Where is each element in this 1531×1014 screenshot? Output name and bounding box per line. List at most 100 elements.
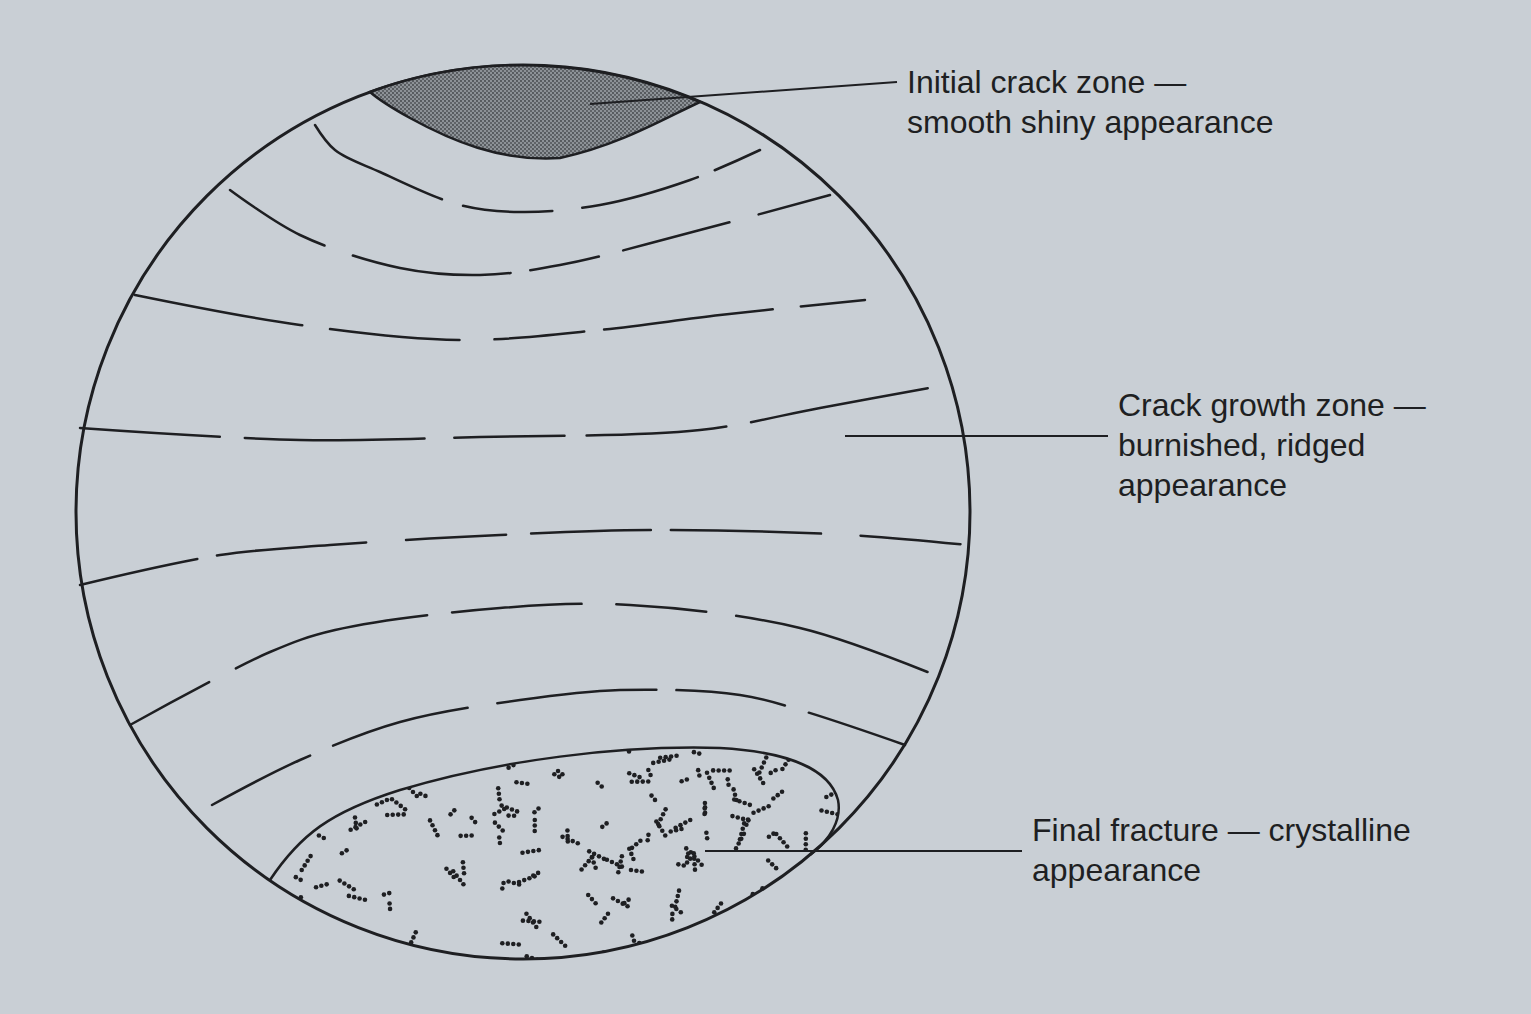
texture-dot — [302, 796, 307, 801]
texture-dot — [570, 839, 575, 844]
texture-dot — [812, 900, 817, 905]
texture-dot — [565, 828, 570, 833]
texture-dot — [727, 768, 732, 773]
texture-dot — [782, 950, 787, 955]
texture-dot — [772, 931, 777, 936]
texture-dot — [506, 941, 511, 946]
texture-dot — [738, 943, 743, 948]
texture-dot — [684, 940, 689, 945]
texture-dot — [683, 820, 688, 825]
texture-dot — [469, 816, 474, 821]
texture-dot — [758, 776, 763, 781]
texture-dot — [740, 826, 745, 831]
texture-dot — [750, 892, 755, 897]
texture-dot — [414, 794, 419, 799]
texture-dot — [352, 895, 357, 900]
texture-dot — [273, 944, 278, 949]
texture-dot — [705, 836, 710, 841]
ridge-line — [230, 190, 830, 275]
texture-dot — [736, 841, 741, 846]
texture-dot — [640, 779, 645, 784]
texture-dot — [675, 894, 680, 899]
texture-dot — [497, 791, 502, 796]
texture-dot — [497, 835, 502, 840]
texture-dot — [787, 907, 792, 912]
texture-dot — [600, 825, 605, 830]
texture-dot — [676, 862, 681, 867]
texture-dot — [606, 912, 611, 917]
texture-dot — [532, 874, 537, 879]
texture-dot — [444, 866, 449, 871]
texture-dot — [768, 771, 773, 776]
texture-dot — [794, 894, 799, 899]
texture-dot — [656, 822, 661, 827]
texture-dot — [762, 760, 767, 765]
texture-dot — [483, 755, 488, 760]
texture-dot — [737, 799, 742, 804]
texture-dot — [311, 817, 316, 822]
texture-dot — [492, 812, 497, 817]
texture-dot — [587, 849, 592, 854]
texture-dot — [651, 761, 656, 766]
texture-dot — [670, 917, 675, 922]
texture-dot — [618, 859, 623, 864]
texture-dot — [604, 821, 609, 826]
texture-dot — [390, 813, 395, 818]
texture-dot — [531, 849, 536, 854]
texture-dot — [733, 933, 738, 938]
texture-dot — [607, 951, 612, 956]
texture-dot — [380, 800, 385, 805]
texture-dot — [586, 893, 591, 898]
texture-dot — [735, 938, 740, 943]
texture-dot — [802, 944, 807, 949]
texture-dot — [340, 805, 345, 810]
texture-dot — [369, 762, 374, 767]
texture-dot — [387, 901, 392, 906]
texture-dot — [674, 828, 679, 833]
texture-dot — [750, 898, 755, 903]
texture-dot — [377, 949, 382, 954]
texture-dot — [704, 949, 709, 954]
texture-dot — [814, 751, 819, 756]
texture-dot — [724, 929, 729, 934]
texture-dot — [292, 777, 297, 782]
texture-dot — [757, 918, 762, 923]
texture-dot — [353, 825, 358, 830]
texture-dot — [297, 796, 302, 801]
texture-dot — [631, 857, 636, 862]
texture-dot — [317, 757, 322, 762]
texture-dot — [627, 771, 632, 776]
texture-dot — [274, 949, 279, 954]
texture-dot — [566, 839, 571, 844]
texture-dot — [709, 949, 714, 954]
texture-dot — [781, 922, 786, 927]
texture-dot — [810, 748, 815, 753]
texture-dot — [692, 856, 697, 861]
texture-dot — [761, 781, 766, 786]
texture-dot — [356, 761, 361, 766]
texture-dot — [646, 779, 651, 784]
texture-dot — [613, 740, 618, 745]
texture-dot — [318, 769, 323, 774]
texture-dot — [563, 943, 568, 948]
texture-dot — [618, 953, 623, 958]
texture-dot — [289, 932, 294, 937]
texture-dot — [524, 954, 529, 959]
texture-dot — [701, 935, 706, 940]
texture-dot — [552, 772, 557, 777]
texture-dot — [357, 896, 362, 901]
texture-dot — [829, 792, 834, 797]
texture-dot — [645, 838, 650, 843]
texture-dot — [407, 945, 412, 950]
texture-dot — [688, 856, 693, 861]
callout-label: Final fracture — crystalline appearance — [1032, 810, 1507, 890]
texture-dot — [824, 795, 829, 800]
texture-dot — [752, 897, 757, 902]
texture-dot — [473, 820, 478, 825]
texture-dot — [394, 800, 399, 805]
texture-dot — [374, 944, 379, 949]
texture-dot — [785, 889, 790, 894]
texture-dot — [301, 906, 306, 911]
texture-dot — [736, 921, 741, 926]
